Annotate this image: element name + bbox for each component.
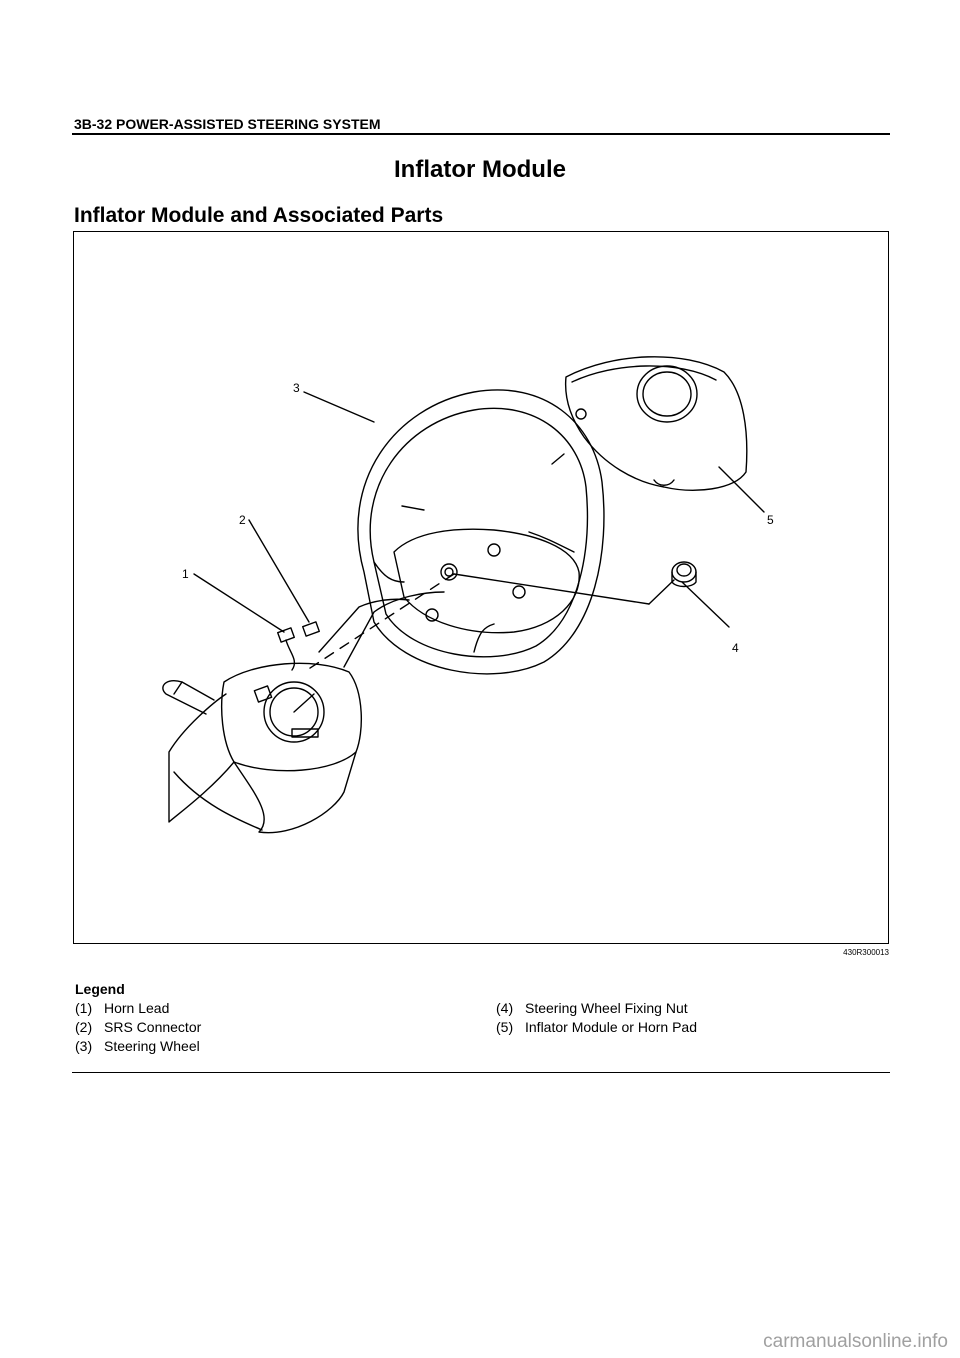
horn-pad-drawing [564,356,748,491]
legend-item-label: Steering Wheel Fixing Nut [525,1000,688,1016]
legend-item-label: Horn Lead [104,1000,170,1016]
steering-wheel-drawing [303,389,675,675]
section-title: Inflator Module and Associated Parts [74,204,444,227]
legend-item-number: (2) [75,1019,93,1035]
header-rule [72,133,890,135]
steering-assembly-illustration: 1 2 3 4 5 [162,356,774,834]
callout-2: 2 [239,513,246,527]
legend-item-label: SRS Connector [104,1019,202,1035]
bottom-rule [72,1072,890,1073]
legend-item-5: (5) Inflator Module or Horn Pad [496,1019,697,1035]
legend-item-number: (5) [496,1019,514,1035]
figure-code: 430R300013 [843,948,889,957]
steering-column-drawing [162,591,445,834]
section-header: 3B-32 POWER-ASSISTED STEERING SYSTEM [74,116,381,132]
page-title: Inflator Module [394,156,566,183]
legend-item-number: (3) [75,1038,93,1054]
callout-4: 4 [732,641,739,655]
legend-item-4: (4) Steering Wheel Fixing Nut [496,1000,688,1016]
figure-frame: 1 2 3 4 5 [73,231,889,944]
legend-item-number: (4) [496,1000,514,1016]
fixing-nut-drawing [671,561,697,588]
watermark[interactable]: carmanualsonline.info [763,1331,948,1352]
legend-item-label: Steering Wheel [104,1038,200,1054]
legend-item-label: Inflator Module or Horn Pad [525,1019,697,1035]
callout-leaders [193,391,765,633]
legend-item-number: (1) [75,1000,93,1016]
legend-title: Legend [75,981,125,997]
callout-1: 1 [182,567,189,581]
legend-item-3: (3) Steering Wheel [75,1038,200,1054]
legend-item-2: (2) SRS Connector [75,1019,201,1035]
legend-item-1: (1) Horn Lead [75,1000,169,1016]
callout-3: 3 [293,381,300,395]
callout-5: 5 [767,513,774,527]
